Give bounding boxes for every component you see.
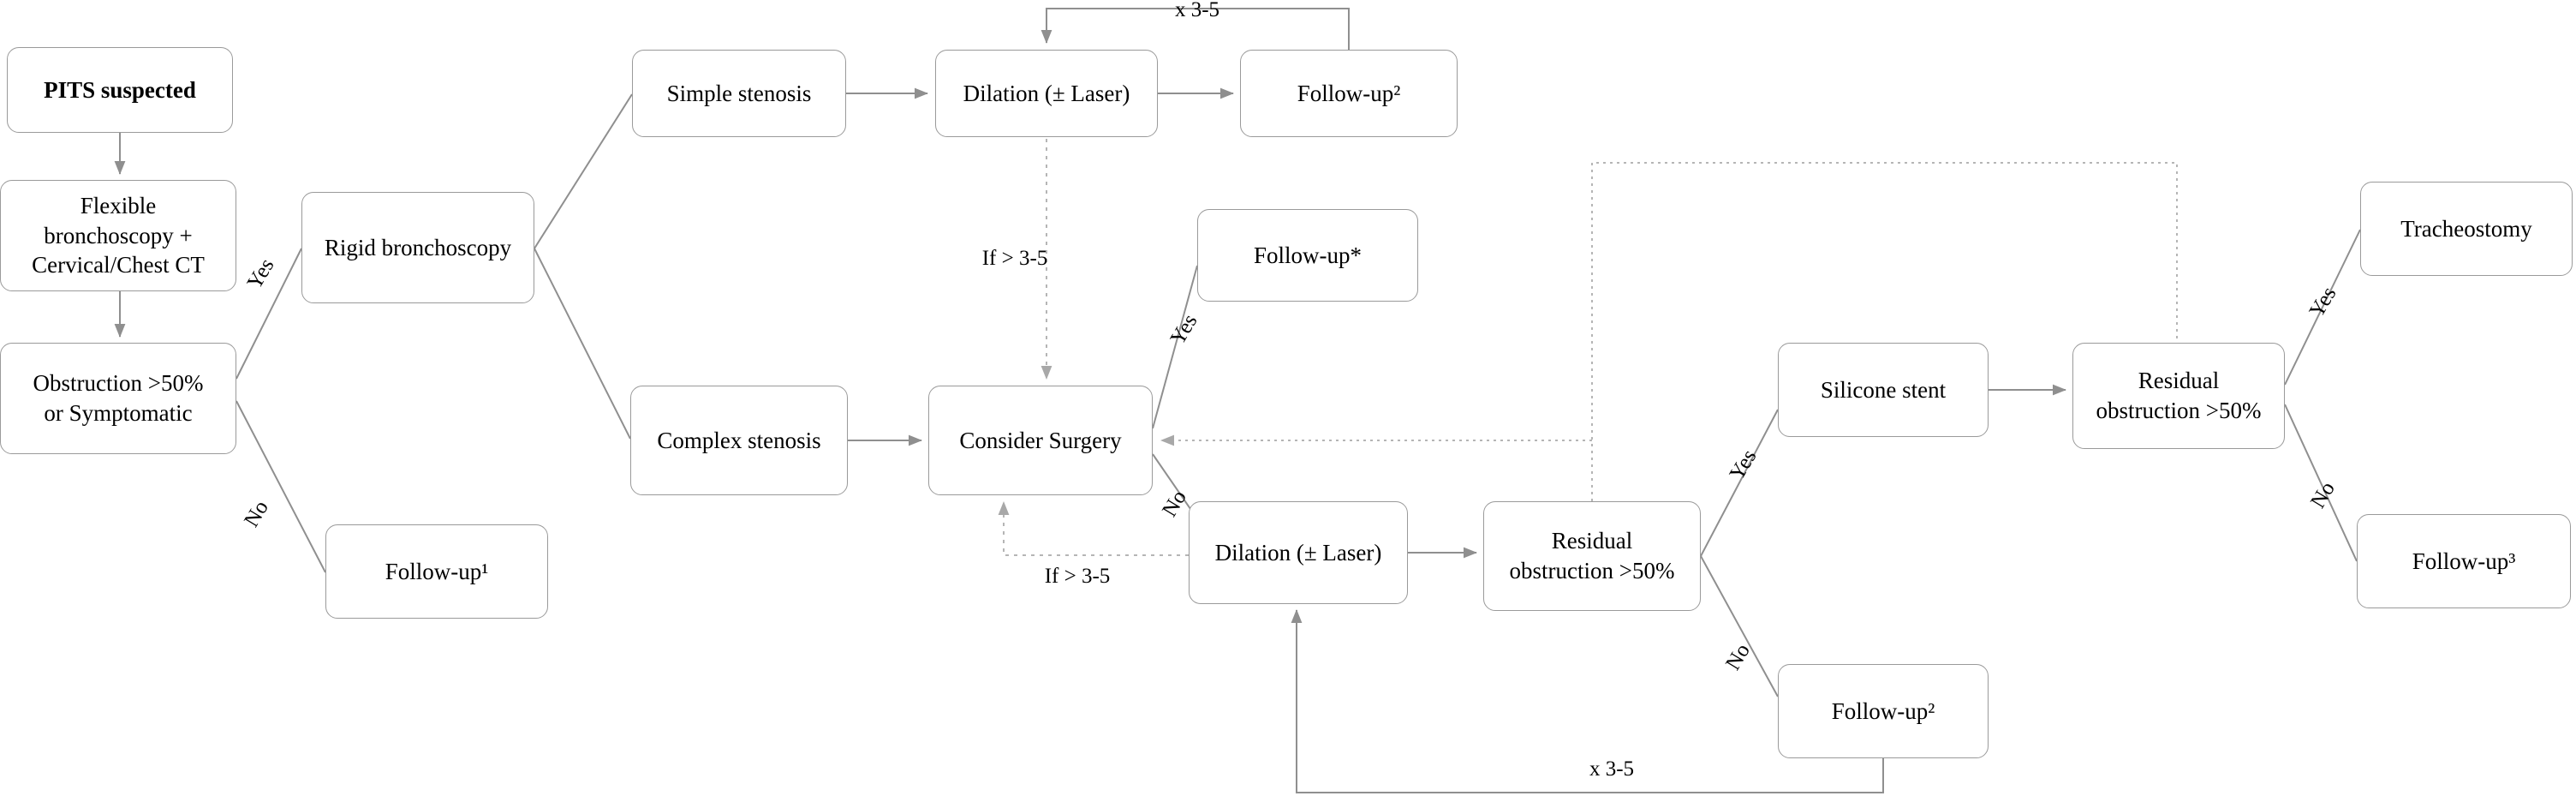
node-follow-up-2-bottom[interactable]: Follow-up² — [1778, 664, 1989, 758]
node-label: Dilation (± Laser) — [1214, 539, 1382, 566]
edge-label-no-surgery: No — [1158, 486, 1192, 521]
edge-rigid-to-simple — [534, 93, 633, 249]
node-label: Follow-up³ — [2412, 548, 2516, 574]
node-flexible-bronchoscopy[interactable]: Flexible bronchoscopy + Cervical/Chest C… — [0, 180, 236, 291]
node-label: Silicone stent — [1820, 376, 1947, 403]
node-label: Dilation (± Laser) — [963, 80, 1130, 106]
node-follow-up-star[interactable]: Follow-up* — [1197, 209, 1418, 302]
edge-label-x35-bottom: x 3-5 — [1589, 757, 1635, 781]
edge-label-no-residual1: No — [1721, 639, 1756, 674]
node-complex-stenosis[interactable]: Complex stenosis — [630, 386, 848, 495]
edge-residual-dotted-to-surgery — [1591, 162, 2178, 501]
node-follow-up-3[interactable]: Follow-up³ — [2357, 514, 2571, 608]
edge-rigid-to-complex — [534, 248, 631, 440]
edge-label-yes-obstruction: Yes — [242, 254, 279, 294]
node-simple-stenosis[interactable]: Simple stenosis — [632, 50, 846, 137]
node-label: Follow-up* — [1253, 242, 1362, 268]
edge-label-yes-residual1: Yes — [1725, 446, 1762, 485]
edge-label-yes-residual2: Yes — [2305, 283, 2341, 322]
node-obstruction-50[interactable]: Obstruction >50% or Symptomatic — [0, 343, 236, 454]
node-label: Follow-up¹ — [385, 558, 489, 584]
edge-label-no-residual2: No — [2306, 477, 2340, 512]
node-label: Residual obstruction >50% — [2096, 368, 2262, 423]
node-tracheostomy[interactable]: Tracheostomy — [2360, 182, 2573, 276]
node-label: Complex stenosis — [657, 427, 821, 453]
edge-label-if35-top: If > 3-5 — [981, 247, 1048, 270]
node-label: Rigid bronchoscopy — [324, 234, 512, 260]
node-dilation-bottom[interactable]: Dilation (± Laser) — [1189, 501, 1408, 604]
node-label: Obstruction >50% or Symptomatic — [33, 370, 204, 426]
node-residual-obstruction-2[interactable]: Residual obstruction >50% — [2072, 343, 2285, 449]
node-label: PITS suspected — [44, 76, 196, 103]
node-dilation-top[interactable]: Dilation (± Laser) — [935, 50, 1158, 137]
node-follow-up-1[interactable]: Follow-up¹ — [325, 524, 548, 619]
node-label: Residual obstruction >50% — [1509, 528, 1675, 584]
node-label: Simple stenosis — [666, 80, 812, 106]
node-label: Consider Surgery — [959, 427, 1122, 453]
node-residual-obstruction-1[interactable]: Residual obstruction >50% — [1483, 501, 1701, 611]
node-label: Follow-up² — [1297, 80, 1401, 106]
edge-surgery-to-followup-star — [1152, 265, 1198, 429]
node-label: Tracheostomy — [2400, 215, 2532, 242]
node-rigid-bronchoscopy[interactable]: Rigid bronchoscopy — [301, 192, 534, 303]
edge-label-if35-bottom: If > 3-5 — [1044, 565, 1111, 588]
node-silicone-stent[interactable]: Silicone stent — [1778, 343, 1989, 437]
edge-label-no-obstruction: No — [240, 496, 274, 531]
node-consider-surgery[interactable]: Consider Surgery — [928, 386, 1153, 495]
edge-label-yes-surgery: Yes — [1166, 310, 1202, 350]
node-pits-suspected[interactable]: PITS suspected — [7, 47, 233, 133]
node-label: Follow-up² — [1831, 697, 1935, 724]
edge-label-x35-top: x 3-5 — [1174, 0, 1220, 21]
edge-residual1-to-followup2 — [1700, 555, 1779, 697]
edge-obstruction-to-followup1 — [236, 400, 326, 573]
node-label: Flexible bronchoscopy + Cervical/Chest C… — [32, 193, 205, 278]
edge-residual1-to-stent — [1700, 409, 1779, 557]
node-follow-up-2-top[interactable]: Follow-up² — [1240, 50, 1458, 137]
